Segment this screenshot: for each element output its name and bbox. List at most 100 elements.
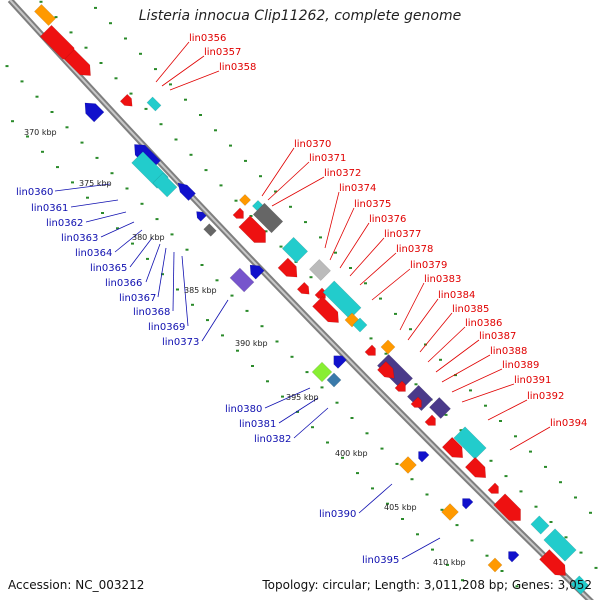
gene-label[interactable]: lin0367	[119, 293, 156, 304]
leader-line	[441, 354, 491, 383]
tick-mark	[365, 432, 369, 435]
tick-mark	[185, 248, 189, 251]
gene-label[interactable]: lin0382	[254, 434, 291, 445]
gene-label[interactable]: lin0379	[410, 260, 447, 271]
gene-shape	[410, 396, 422, 408]
gene-feature	[238, 215, 266, 243]
gene-label[interactable]: lin0392	[527, 391, 564, 402]
tick-mark	[559, 481, 562, 484]
tick-mark	[114, 77, 118, 80]
gene-label[interactable]: lin0389	[502, 360, 539, 371]
tick-mark	[369, 337, 373, 340]
tick-mark	[204, 169, 208, 172]
tick-mark	[234, 199, 238, 202]
gene-label[interactable]: lin0391	[514, 375, 551, 386]
gene-label[interactable]: lin0395	[362, 555, 399, 566]
gene-shape	[487, 557, 503, 573]
gene-label[interactable]: lin0358	[219, 62, 256, 73]
gene-feature	[333, 355, 347, 369]
gene-label[interactable]: lin0356	[189, 33, 226, 44]
gene-label[interactable]: lin0371	[309, 153, 346, 164]
gene-shape	[152, 172, 178, 198]
gene-shape	[441, 503, 459, 521]
gene-label[interactable]: lin0383	[424, 274, 461, 285]
tick-mark	[459, 429, 463, 432]
gene-label[interactable]: lin0369	[148, 322, 185, 333]
tick-mark	[109, 22, 112, 25]
tick-mark	[529, 450, 532, 453]
gene-shape	[238, 193, 252, 207]
tick-mark	[189, 153, 193, 156]
tick-mark	[439, 358, 442, 361]
tick-mark	[279, 245, 283, 248]
gene-label[interactable]: lin0388	[490, 346, 527, 357]
gene-feature	[493, 493, 521, 521]
tick-mark	[84, 46, 88, 49]
leader-line	[359, 252, 397, 286]
gene-label[interactable]: lin0360	[16, 187, 53, 198]
gene-label[interactable]: lin0363	[61, 233, 98, 244]
gene-label[interactable]: lin0370	[294, 139, 331, 150]
gene-feature	[238, 193, 252, 207]
tick-mark	[229, 144, 232, 147]
tick-mark	[221, 334, 224, 337]
gene-label[interactable]: lin0372	[324, 168, 361, 179]
tick-mark	[489, 459, 493, 462]
gene-label[interactable]: lin0390	[319, 509, 356, 520]
gene-shape	[377, 361, 395, 379]
gene-label[interactable]: lin0365	[90, 263, 127, 274]
tick-mark	[5, 65, 9, 68]
tick-mark	[514, 435, 517, 438]
kbp-label: 405 kbp	[384, 503, 417, 512]
tick-mark	[470, 539, 474, 542]
tick-mark	[155, 218, 159, 221]
tick-mark	[341, 456, 344, 459]
gene-label[interactable]: lin0387	[479, 331, 516, 342]
tick-mark	[230, 294, 234, 297]
tick-mark	[129, 92, 133, 95]
gene-label[interactable]: lin0373	[162, 337, 199, 348]
gene-label[interactable]: lin0394	[550, 418, 587, 429]
gene-label[interactable]: lin0380	[225, 404, 262, 415]
gene-feature	[570, 575, 590, 595]
tick-mark	[589, 511, 592, 514]
gene-label[interactable]: lin0376	[369, 214, 406, 225]
gene-label[interactable]: lin0366	[105, 278, 142, 289]
gene-label[interactable]: lin0374	[339, 183, 376, 194]
gene-feature	[203, 223, 217, 237]
gene-feature	[152, 172, 178, 198]
gene-label[interactable]: lin0375	[354, 199, 391, 210]
gene-label[interactable]: lin0357	[204, 47, 241, 58]
tick-mark	[290, 355, 294, 358]
gene-label[interactable]: lin0361	[31, 203, 68, 214]
leader-line	[401, 537, 441, 560]
leader-line	[329, 207, 355, 261]
gene-feature	[410, 396, 422, 408]
gene-shape	[326, 372, 342, 388]
leader-layer	[54, 41, 551, 560]
gene-label[interactable]: lin0364	[75, 248, 112, 259]
gene-shape	[34, 4, 56, 26]
feature-layer	[34, 4, 590, 595]
leader-line	[293, 407, 329, 439]
gene-label[interactable]: lin0385	[452, 304, 489, 315]
gene-label[interactable]: lin0377	[384, 229, 421, 240]
gene-label[interactable]: lin0386	[465, 318, 502, 329]
gene-feature	[119, 93, 133, 107]
gene-shape	[394, 380, 406, 392]
tick-mark	[274, 190, 277, 193]
tick-mark	[125, 187, 129, 190]
gene-label[interactable]: lin0368	[133, 307, 170, 318]
gene-feature	[539, 549, 566, 576]
gene-label[interactable]: lin0362	[46, 218, 83, 229]
tick-mark	[401, 518, 404, 520]
gene-shape	[543, 528, 577, 562]
gene-label[interactable]: lin0381	[239, 419, 276, 430]
gene-label[interactable]: lin0384	[438, 290, 475, 301]
gene-feature	[326, 372, 342, 388]
gene-label[interactable]: lin0378	[396, 244, 433, 255]
gene-feature	[309, 259, 331, 281]
gene-feature	[364, 344, 376, 356]
gene-shape	[84, 102, 105, 123]
leader-line	[419, 312, 453, 353]
